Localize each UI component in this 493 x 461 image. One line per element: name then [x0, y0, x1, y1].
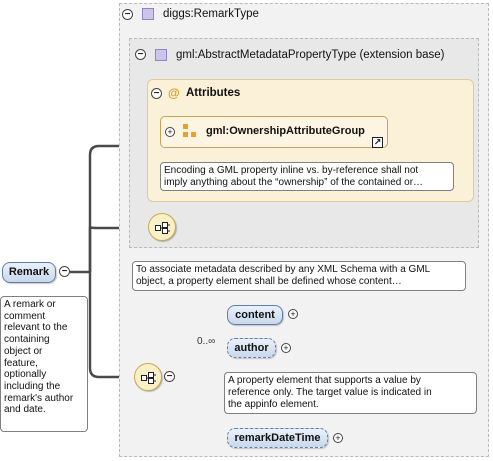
attributes-title: Attributes: [186, 87, 241, 99]
author-expand-button[interactable]: +: [281, 343, 291, 353]
remark-doc-line: remark's author: [4, 392, 74, 404]
extension-sequence-compositor[interactable]: [148, 213, 176, 241]
attribute-group-box[interactable]: [160, 116, 388, 148]
remark-doc-line: object or: [4, 345, 43, 357]
remarkdatetime-expand-button[interactable]: +: [333, 433, 343, 443]
remark-element[interactable]: Remark: [2, 262, 56, 283]
attribute-group-doc-line: imply anything about the “ownership” of …: [164, 177, 424, 188]
sequence-collapse-button[interactable]: −: [164, 371, 175, 382]
connector-to-extension-sequence: [88, 226, 148, 272]
remark-doc-line: feature,: [4, 357, 38, 369]
extension-doc-line: To associate metadata described by any X…: [136, 264, 431, 275]
attribute-group-label[interactable]: gml:OwnershipAttributeGroup: [206, 125, 365, 137]
content-expand-button[interactable]: +: [288, 309, 298, 319]
remark-doc-line: and date.: [4, 404, 46, 416]
complex-type-icon: [155, 49, 167, 61]
connector-to-attribute-group: [88, 144, 160, 272]
author-documentation: A property element that supports a value…: [224, 372, 477, 414]
remark-doc-line: including the: [4, 380, 61, 392]
remark-doc-line: relevant to the: [4, 322, 68, 334]
attribute-group-expand-button[interactable]: +: [165, 127, 175, 137]
remark-doc-line: containing: [4, 334, 50, 346]
remark-doc-line: A remark or: [4, 299, 56, 310]
sequence-compositor-icon: [155, 222, 170, 234]
remarkdatetime-element[interactable]: remarkDateTime: [227, 428, 328, 448]
reference-link-icon[interactable]: ↗: [372, 137, 383, 148]
remark-collapse-button[interactable]: −: [59, 266, 70, 277]
attribute-group-documentation: Encoding a GML property inline vs. by-re…: [160, 162, 454, 191]
remark-doc-line: comment: [4, 310, 46, 322]
author-doc-line: reference only. The target value is indi…: [228, 387, 432, 398]
attributes-collapse-button[interactable]: −: [151, 88, 162, 99]
connector-to-element-sequence: [88, 272, 134, 379]
type-collapse-button[interactable]: −: [122, 9, 133, 20]
complex-type-icon: [142, 8, 154, 20]
content-element[interactable]: content: [227, 305, 283, 325]
author-doc-line: A property element that supports a value…: [228, 375, 421, 386]
extension-collapse-button[interactable]: −: [135, 49, 146, 60]
sequence-compositor-icon: [141, 372, 156, 384]
remark-documentation: A remark or comment relevant to the cont…: [0, 296, 88, 432]
element-sequence-compositor[interactable]: [134, 363, 162, 391]
attributes-icon: @: [168, 86, 180, 100]
author-occurrence: 0..∞: [197, 336, 216, 347]
extension-title: gml:AbstractMetadataPropertyType (extens…: [176, 49, 445, 61]
attribute-group-icon: [183, 124, 197, 138]
remark-doc-line: optionally: [4, 369, 47, 381]
extension-documentation: To associate metadata described by any X…: [132, 261, 466, 291]
author-doc-line: the appinfo element.: [228, 399, 319, 410]
complex-type-title: diggs:RemarkType: [163, 8, 259, 20]
author-element[interactable]: author: [227, 338, 276, 358]
extension-doc-line: object, a property element shall be defi…: [136, 276, 402, 287]
attribute-group-doc-line: Encoding a GML property inline vs. by-re…: [164, 165, 419, 176]
